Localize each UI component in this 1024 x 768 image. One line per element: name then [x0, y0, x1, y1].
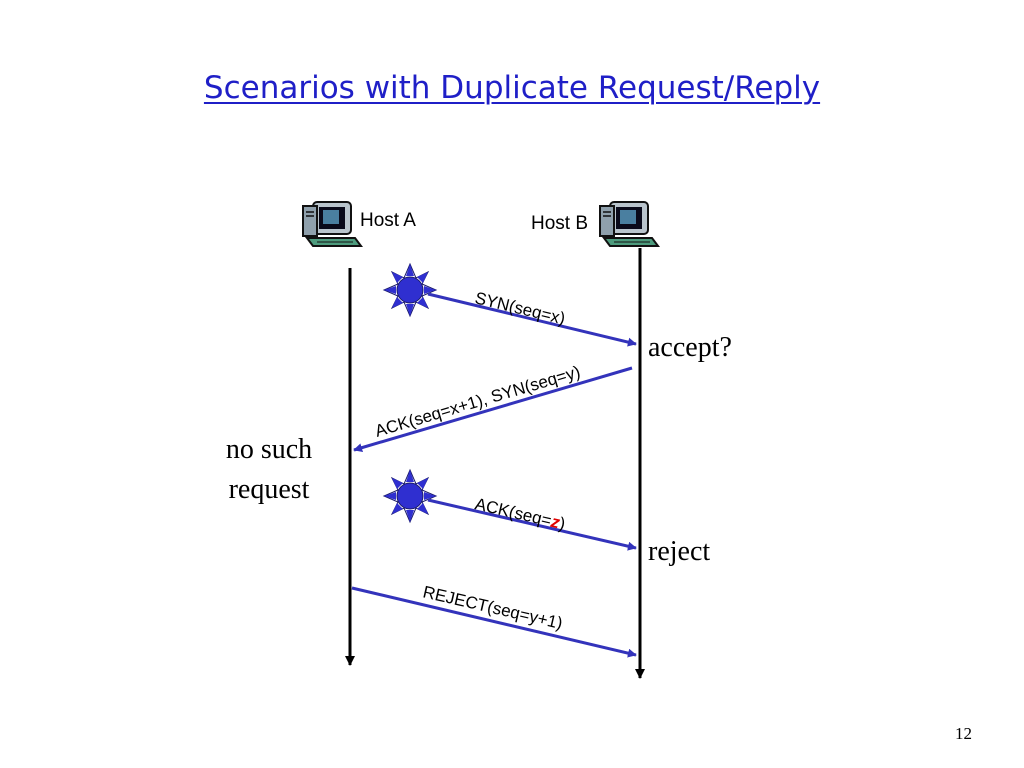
ack-arrow: [427, 498, 637, 551]
computer-icon: [599, 201, 659, 247]
reject-note: reject: [648, 536, 711, 567]
page-number: 12: [955, 724, 972, 743]
syn-label: SYN(seq=x): [473, 288, 567, 328]
host-a-label: Host A: [360, 210, 416, 231]
host-b-label: Host B: [531, 213, 589, 234]
ack-syn-label: ACK(seq=x+1), SYN(seq=y): [373, 362, 583, 441]
starburst-icon: [383, 263, 437, 317]
request-line: request: [228, 474, 310, 505]
reject-msg-label: REJECT(seq=y+1): [421, 582, 564, 633]
no-such-line: no such: [225, 434, 313, 465]
computer-icon: [302, 201, 362, 247]
syn-arrow: [427, 292, 637, 347]
reject-arrow: [351, 586, 637, 658]
accept-note: accept?: [648, 332, 732, 363]
ack-label: ACK(seq=z): [473, 494, 567, 533]
ack-syn-arrow: [353, 366, 633, 453]
no-such-request-note: no such request: [214, 430, 324, 510]
starburst-icon: [383, 469, 437, 523]
slide-title: Scenarios with Duplicate Request/Reply: [203, 70, 821, 106]
